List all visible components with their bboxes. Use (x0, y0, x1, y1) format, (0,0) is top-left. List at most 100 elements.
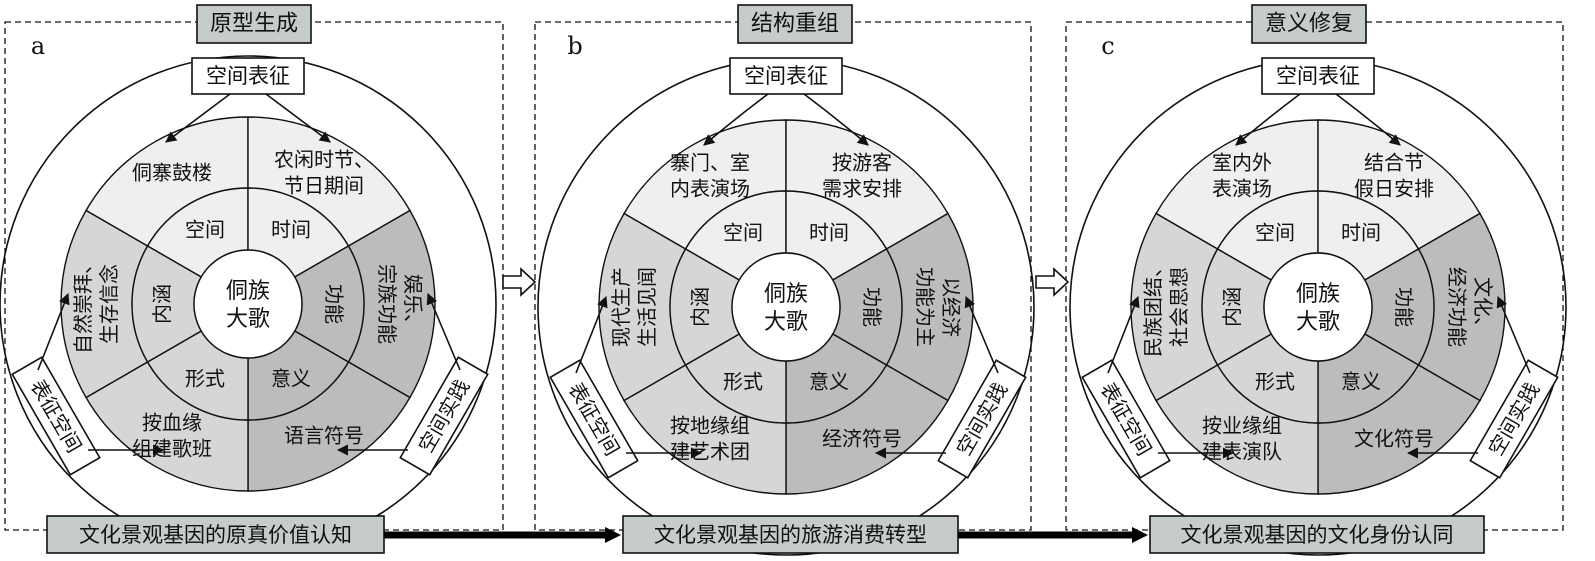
stage-bottom-box (46, 515, 385, 554)
inner-label-space: 空间 (185, 218, 225, 242)
center-circle (193, 249, 303, 359)
connectors-layer (384, 267, 1148, 543)
arrow-right-up (1496, 295, 1531, 374)
outer-label-form-line1: 按地缘组 (670, 414, 750, 438)
stage-bottom-label: 文化景观基因的原真价值认知 (79, 523, 352, 547)
stage-title: 结构重组 (751, 12, 839, 37)
outer-label-connotation-line1: 自然崇拜、 (71, 254, 95, 354)
outer-label-function-line1: 娱乐、 (401, 274, 425, 334)
outer-label-function-line2: 经济功能 (1445, 267, 1469, 347)
outer-label-meaning-line1: 文化符号 (1354, 427, 1434, 451)
outer-label-space-line1: 室内外 (1212, 150, 1272, 174)
space-representation-box (191, 57, 305, 95)
arrow-left-up (1107, 295, 1140, 374)
outer-label-time-line1: 结合节 (1364, 150, 1424, 174)
outer-label-form-line2: 建表演队 (1202, 440, 1282, 464)
inner-label-time: 时间 (271, 218, 311, 242)
inner-label-function: 功能 (322, 284, 346, 324)
stage-bottom-box (622, 515, 959, 554)
center-label-line2: 大歌 (226, 307, 270, 332)
outer-label-function-line2: 宗族功能 (375, 264, 399, 344)
outer-label-form-line2: 组建歌班 (132, 437, 212, 461)
outer-label-connotation-line1: 民族团结、 (1141, 257, 1165, 357)
panel-letter: a (31, 32, 45, 60)
arrow-top-right (265, 93, 331, 143)
stage-bottom-box (1149, 515, 1485, 554)
lived-space-box-group: 表征空间 (1081, 359, 1171, 479)
stage-title: 原型生成 (210, 12, 298, 37)
outer-label-function-line1: 文化、 (1471, 277, 1495, 337)
stage-title-box (196, 4, 312, 44)
spatial-practice-box (1469, 359, 1559, 479)
outer-label-time-line1: 农闲时节、 (274, 147, 374, 171)
outer-label-space-line1: 寨门、室 (670, 150, 750, 174)
lived-space-box (1081, 359, 1171, 479)
inner-label-connotation: 内涵 (150, 284, 174, 324)
arrow-top-right (1335, 93, 1401, 146)
arrow-right-up (964, 295, 999, 374)
spatial-practice-box (937, 359, 1027, 479)
outer-label-meaning-line1: 语言符号 (284, 424, 364, 448)
outer-label-function-line2: 功能为主 (913, 267, 937, 347)
inner-label-connotation: 内涵 (1220, 287, 1244, 327)
outer-label-space-line2: 内表演场 (670, 176, 750, 200)
bottom-flow-arrowhead-2 (1132, 527, 1148, 543)
arrow-left-up (37, 292, 70, 371)
space-representation-label: 空间表征 (206, 64, 290, 88)
stage-title: 意义修复 (1265, 12, 1353, 37)
inner-label-form: 形式 (723, 369, 763, 393)
panel-letter: c (1101, 32, 1114, 60)
panel-a: 侗族大歌空间时间功能意义形式内涵侗寨鼓楼农闲时节、节日期间娱乐、宗族功能语言符号… (0, 4, 504, 554)
outer-label-time-line2: 假日安排 (1354, 176, 1434, 200)
center-label-line2: 大歌 (1296, 310, 1340, 335)
outer-label-space-line2: 表演场 (1212, 176, 1272, 200)
arrow-top-left (165, 93, 231, 143)
space-representation-label: 空间表征 (744, 64, 828, 88)
arrow-top-left (703, 93, 769, 146)
arrow-left-up (575, 295, 608, 374)
center-label-line1: 侗族 (226, 279, 270, 304)
outer-label-meaning-line1: 经济符号 (822, 427, 902, 451)
inner-label-time: 时间 (1341, 221, 1381, 245)
outer-label-time-line1: 按游客 (832, 150, 892, 174)
stage-bottom-label: 文化景观基因的旅游消费转型 (654, 523, 927, 547)
inner-label-form: 形式 (1255, 369, 1295, 393)
outer-label-function-line1: 以经济 (939, 277, 963, 337)
lived-space-box (11, 356, 101, 476)
arrow-right-up (426, 292, 461, 371)
arrow-top-left (1235, 93, 1301, 146)
hollow-arrow-1 (502, 267, 537, 297)
space-representation-box (729, 57, 843, 95)
outer-label-form-line1: 按血缘 (142, 411, 202, 435)
center-label-line1: 侗族 (764, 282, 808, 307)
outer-label-connotation-line2: 生存信念 (97, 264, 121, 344)
stage-title-box (737, 4, 853, 44)
panel-letter: b (567, 32, 582, 60)
inner-label-meaning: 意义 (1341, 369, 1381, 393)
inner-label-connotation: 内涵 (688, 287, 712, 327)
outer-label-time-line2: 节日期间 (284, 173, 364, 197)
stage-title-box (1251, 4, 1367, 44)
outer-label-time-line2: 需求安排 (822, 176, 902, 200)
space-representation-box (1261, 57, 1375, 95)
center-circle (1263, 252, 1373, 362)
center-label-line2: 大歌 (764, 310, 808, 335)
inner-label-meaning: 意义 (809, 369, 849, 393)
inner-label-space: 空间 (723, 221, 763, 245)
bottom-flow-arrowhead-1 (605, 527, 621, 543)
lived-space-box (549, 359, 639, 479)
outer-label-space-line1: 侗寨鼓楼 (132, 160, 212, 184)
inner-label-meaning: 意义 (271, 366, 311, 390)
center-circle (731, 252, 841, 362)
outer-label-connotation-line2: 社会思想 (1167, 267, 1191, 347)
outer-label-form-line1: 按业缘组 (1202, 414, 1282, 438)
outer-label-connotation-line2: 生活见闻 (635, 267, 659, 347)
inner-label-function: 功能 (860, 287, 884, 327)
inner-label-function: 功能 (1392, 287, 1416, 327)
space-representation-label: 空间表征 (1276, 64, 1360, 88)
outer-label-form-line2: 建艺术团 (670, 440, 750, 464)
spatial-practice-box (399, 356, 489, 476)
panel-c: 侗族大歌空间时间功能意义形式内涵室内外表演场结合节假日安排文化、经济功能文化符号… (1065, 4, 1567, 556)
